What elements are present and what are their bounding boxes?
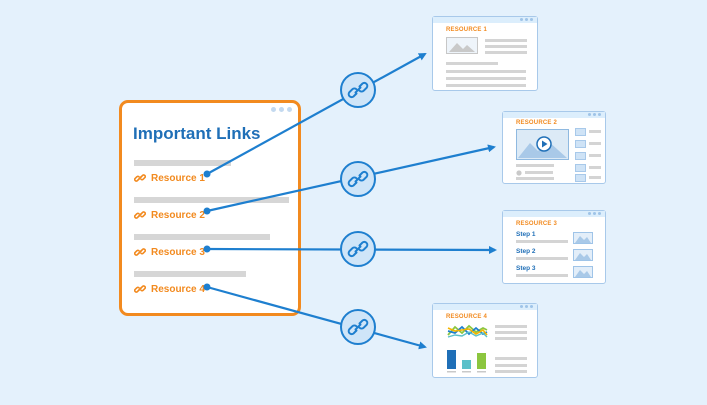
step-label: Step 1 (516, 231, 536, 238)
resource-title: RESOURCE 2 (516, 120, 558, 126)
text-placeholder (134, 160, 231, 166)
resource-link-4[interactable]: Resource 4 (134, 283, 205, 295)
text-placeholder (446, 70, 526, 73)
resource-1-window: RESOURCE 1 (432, 16, 538, 91)
window-topbar (503, 112, 605, 118)
text-placeholder (495, 364, 527, 367)
chain-link-icon (347, 318, 369, 336)
text-placeholder (446, 77, 526, 80)
resource-link-2[interactable]: Resource 2 (134, 209, 205, 221)
text-placeholder (446, 84, 526, 87)
connector-dot (203, 283, 211, 291)
window-controls (520, 305, 533, 308)
video-list-thumbnail (575, 128, 586, 136)
text-placeholder (495, 357, 527, 360)
text-placeholder (446, 62, 498, 65)
text-placeholder (495, 337, 527, 340)
video-list-thumbnail (575, 140, 586, 148)
text-placeholder (516, 257, 568, 260)
chain-link-icon (134, 248, 146, 256)
text-placeholder (134, 234, 270, 240)
text-placeholder (589, 130, 601, 133)
window-controls (271, 107, 292, 112)
text-placeholder (516, 240, 568, 243)
connector-line-4 (206, 285, 427, 350)
text-placeholder (516, 177, 554, 180)
important-links-window: Important Links Resource 1 Resource 2 Re… (119, 100, 301, 316)
text-placeholder (516, 164, 554, 167)
text-placeholder (589, 176, 601, 179)
chain-link-icon (134, 174, 146, 182)
resource-2-window: RESOURCE 2 (502, 111, 606, 184)
connector-line-1 (206, 53, 427, 175)
line-chart-icon (447, 324, 488, 338)
video-list-thumbnail (575, 164, 586, 172)
resource-3-window: RESOURCE 3 Step 1 Step 2 Step 3 (502, 210, 606, 284)
page-title: Important Links (133, 124, 261, 143)
chain-link-icon (347, 81, 369, 99)
text-placeholder (589, 166, 601, 169)
text-placeholder (485, 45, 527, 48)
text-placeholder (525, 171, 553, 174)
window-controls (588, 113, 601, 116)
text-placeholder (485, 51, 527, 54)
window-topbar (503, 211, 605, 217)
text-placeholder (495, 370, 527, 373)
chain-link-icon (347, 240, 369, 258)
image-placeholder-icon (573, 232, 593, 244)
chain-badge-4 (340, 309, 376, 345)
video-list-thumbnail (575, 152, 586, 160)
text-placeholder (485, 39, 527, 42)
chain-badge-3 (340, 231, 376, 267)
image-placeholder-icon (573, 249, 593, 261)
connector-dot (203, 245, 211, 253)
text-placeholder (589, 142, 601, 145)
connector-dot (203, 170, 211, 178)
step-label: Step 2 (516, 248, 536, 255)
window-topbar (433, 17, 537, 23)
text-placeholder (516, 274, 568, 277)
chain-badge-2 (340, 161, 376, 197)
video-thumbnail (516, 129, 569, 160)
image-placeholder-icon (446, 37, 478, 54)
resource-link-label: Resource 2 (151, 209, 205, 221)
chain-link-icon (134, 211, 146, 219)
resource-link-3[interactable]: Resource 3 (134, 246, 205, 258)
chain-link-icon (347, 170, 369, 188)
resource-4-window: RESOURCE 4 (432, 303, 538, 378)
resource-link-label: Resource 3 (151, 246, 205, 258)
text-placeholder (495, 325, 527, 328)
resource-title: RESOURCE 3 (516, 221, 558, 227)
resource-link-label: Resource 1 (151, 172, 205, 184)
avatar (516, 170, 522, 176)
text-placeholder (589, 154, 601, 157)
resource-title: RESOURCE 1 (446, 27, 488, 33)
bar-chart-icon (447, 350, 486, 373)
step-label: Step 3 (516, 265, 536, 272)
resource-title: RESOURCE 4 (446, 314, 488, 320)
resource-link-1[interactable]: Resource 1 (134, 172, 205, 184)
window-controls (588, 212, 601, 215)
window-controls (520, 18, 533, 21)
resource-link-label: Resource 4 (151, 283, 205, 295)
chain-badge-1 (340, 72, 376, 108)
video-list-thumbnail (575, 174, 586, 182)
text-placeholder (495, 331, 527, 334)
image-placeholder-icon (573, 266, 593, 278)
text-placeholder (134, 197, 289, 203)
chain-link-icon (134, 285, 146, 293)
window-topbar (433, 304, 537, 310)
text-placeholder (134, 271, 246, 277)
connector-dot (203, 207, 211, 215)
